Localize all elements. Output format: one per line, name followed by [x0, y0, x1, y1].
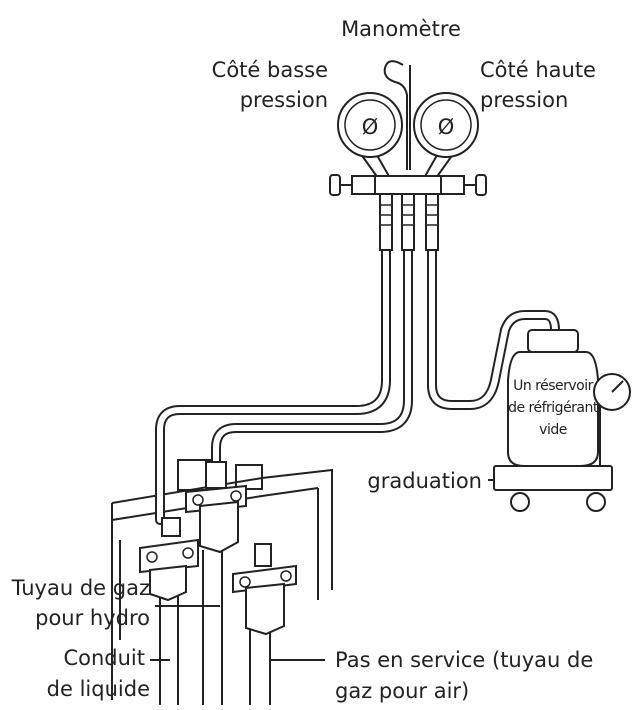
unused-label-line1: Pas en service (tuyau de: [335, 648, 593, 672]
service-valve-unused: [232, 543, 297, 636]
liquid-label-line1: Conduit: [63, 646, 145, 670]
gas-pipe-label-line1: Tuyau de gaz: [11, 576, 150, 600]
manometer-label: Manomètre: [341, 17, 461, 41]
manifold-gauge: [329, 60, 487, 251]
service-valve-gas: [185, 461, 247, 554]
low-pressure-gauge-icon: Ø: [362, 115, 379, 139]
liquid-label-line2: de liquide: [47, 677, 150, 701]
low-side-label-line2: pression: [240, 88, 328, 112]
refrigerant-tank: [507, 329, 599, 467]
tank-label-line2: de réfrigérant: [508, 400, 599, 416]
service-valve-liquid: [139, 517, 199, 602]
hoses: [155, 245, 560, 525]
pipes: [159, 550, 271, 705]
high-side-label-line2: pression: [480, 88, 568, 112]
low-side-label-line1: Côté basse: [212, 58, 328, 82]
high-pressure-gauge-icon: Ø: [438, 115, 455, 139]
high-side-label-line1: Côté haute: [480, 58, 596, 82]
scale: [493, 373, 631, 512]
unused-label-line2: gaz pour air): [335, 679, 469, 703]
tank-label-line1: Un réservoir: [513, 378, 594, 394]
gas-pipe-label-line2: pour hydro: [35, 606, 150, 630]
scale-label: graduation: [367, 469, 482, 493]
tank-label-line3: vide: [539, 422, 567, 438]
